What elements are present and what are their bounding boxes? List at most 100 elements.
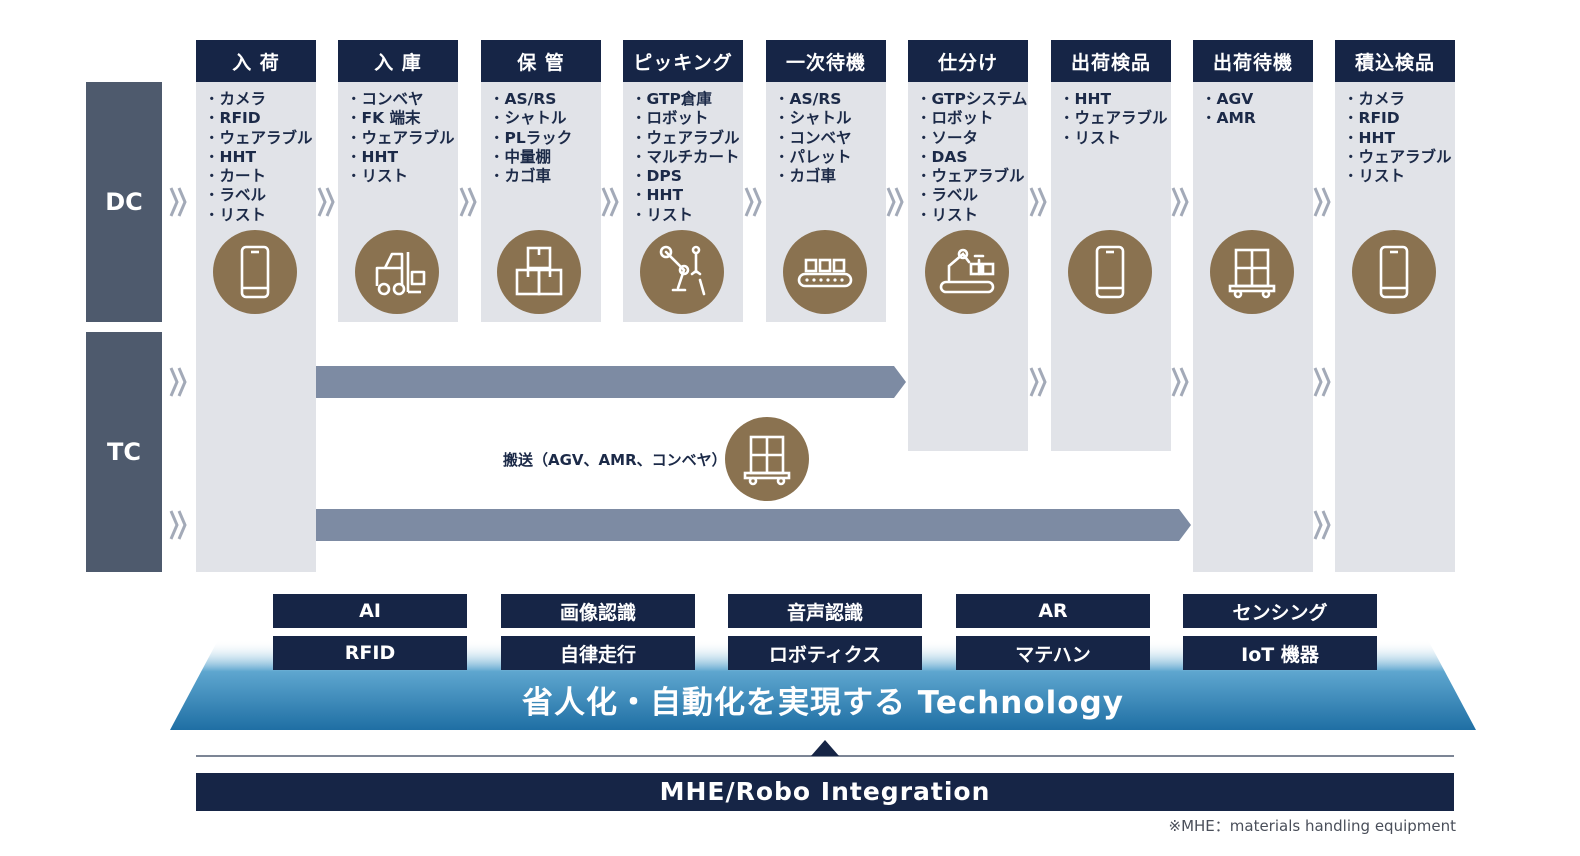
list-item: RFID <box>204 109 316 128</box>
flow-chevron-icon <box>744 187 762 217</box>
equipment-list: GTPシステム ロボット ソータ DAS ウェアラブル ラベル リスト <box>908 82 1028 225</box>
list-item: RFID <box>1343 109 1455 128</box>
smartphone-icon <box>213 230 297 314</box>
tc-flow-band-to-sorting <box>316 366 894 398</box>
list-item: ウェアラブル <box>204 129 316 148</box>
list-item: AS/RS <box>774 90 886 109</box>
column-title: 仕分け <box>908 40 1028 82</box>
list-item: リスト <box>631 206 743 225</box>
flow-chevron-icon <box>169 510 187 540</box>
list-item: ラベル <box>916 186 1028 205</box>
flow-chevron-icon <box>601 187 619 217</box>
list-item: コンベヤ <box>346 90 458 109</box>
equipment-list: カメラ RFID ウェアラブル HHT カート ラベル リスト <box>196 82 316 225</box>
list-item: GTP倉庫 <box>631 90 743 109</box>
list-item: シャトル <box>489 109 601 128</box>
robot-sorter-icon <box>925 230 1009 314</box>
list-item: リスト <box>916 206 1028 225</box>
flow-chevron-icon <box>169 367 187 397</box>
footnote: ※MHE：materials handling equipment <box>1168 817 1457 835</box>
smartphone-icon <box>1068 230 1152 314</box>
flow-chevron-icon <box>886 187 904 217</box>
band-arrow-head <box>894 366 906 398</box>
conveyor-icon <box>783 230 867 314</box>
column-title: 入 庫 <box>338 40 458 82</box>
flow-chevron-icon <box>1029 187 1047 217</box>
list-item: カート <box>204 167 316 186</box>
list-item: カゴ車 <box>489 167 601 186</box>
list-item: ロボット <box>916 109 1028 128</box>
flow-chevron-icon <box>317 187 335 217</box>
list-item: DPS <box>631 167 743 186</box>
list-item: ウェアラブル <box>1059 109 1171 128</box>
transport-label: 搬送（AGV、AMR、コンベヤ） <box>503 451 727 469</box>
tech-chip: 自律走行 <box>501 636 695 670</box>
list-item: 中量棚 <box>489 148 601 167</box>
list-item: FK 端末 <box>346 109 458 128</box>
equipment-list: AS/RS シャトル PLラック 中量棚 カゴ車 <box>481 82 601 186</box>
list-item: ウェアラブル <box>631 129 743 148</box>
list-item: ロボット <box>631 109 743 128</box>
column-title: 積込検品 <box>1335 40 1455 82</box>
technology-banner-title: 省人化・自動化を実現する Technology <box>522 685 1124 721</box>
list-item: GTPシステム <box>916 90 1028 109</box>
list-item: HHT <box>1343 129 1455 148</box>
list-item: HHT <box>1059 90 1171 109</box>
column-title: 出荷検品 <box>1051 40 1171 82</box>
column-title: 保 管 <box>481 40 601 82</box>
list-item: ウェアラブル <box>1343 148 1455 167</box>
list-item: AMR <box>1201 109 1313 128</box>
flow-chevron-icon <box>459 187 477 217</box>
list-item: HHT <box>204 148 316 167</box>
list-item: AS/RS <box>489 90 601 109</box>
tech-chip: 画像認識 <box>501 594 695 628</box>
equipment-list: HHT ウェアラブル リスト <box>1051 82 1171 148</box>
boxes-icon <box>497 230 581 314</box>
pointer-triangle-icon <box>811 740 839 756</box>
tc-flow-band-to-shipping <box>316 509 1179 541</box>
list-item: カゴ車 <box>774 167 886 186</box>
column-title: ピッキング <box>623 40 743 82</box>
list-item: シャトル <box>774 109 886 128</box>
smartphone-icon <box>1352 230 1436 314</box>
lane-label-dc: DC <box>86 82 162 322</box>
flow-chevron-icon <box>1029 367 1047 397</box>
list-item: リスト <box>346 167 458 186</box>
list-item: ラベル <box>204 186 316 205</box>
list-item: HHT <box>631 186 743 205</box>
list-item: DAS <box>916 148 1028 167</box>
flow-chevron-icon <box>1171 367 1189 397</box>
list-item: マルチカート <box>631 148 743 167</box>
list-item: ソータ <box>916 129 1028 148</box>
tech-chip: AI <box>273 594 467 628</box>
equipment-list: AGV AMR <box>1193 82 1313 129</box>
list-item: ウェアラブル <box>916 167 1028 186</box>
tech-chip: ロボティクス <box>728 636 922 670</box>
list-item: パレット <box>774 148 886 167</box>
flow-chevron-icon <box>1313 510 1331 540</box>
list-item: HHT <box>346 148 458 167</box>
cart-icon <box>725 417 809 501</box>
list-item: PLラック <box>489 129 601 148</box>
list-item: リスト <box>1059 129 1171 148</box>
list-item: リスト <box>204 206 316 225</box>
list-item: カメラ <box>1343 90 1455 109</box>
flow-chevron-icon <box>1171 187 1189 217</box>
column-title: 一次待機 <box>766 40 886 82</box>
cart-icon <box>1210 230 1294 314</box>
column-title: 出荷待機 <box>1193 40 1313 82</box>
equipment-list: カメラ RFID HHT ウェアラブル リスト <box>1335 82 1455 186</box>
robot-arm-icon <box>640 230 724 314</box>
equipment-list: AS/RS シャトル コンベヤ パレット カゴ車 <box>766 82 886 186</box>
column-title: 入 荷 <box>196 40 316 82</box>
band-arrow-head <box>1179 509 1191 541</box>
flow-chevron-icon <box>169 187 187 217</box>
equipment-list: GTP倉庫 ロボット ウェアラブル マルチカート DPS HHT リスト <box>623 82 743 225</box>
list-item: カメラ <box>204 90 316 109</box>
list-item: リスト <box>1343 167 1455 186</box>
tech-chip: IoT 機器 <box>1183 636 1377 670</box>
flow-chevron-icon <box>1313 367 1331 397</box>
list-item: AGV <box>1201 90 1313 109</box>
list-item: コンベヤ <box>774 129 886 148</box>
